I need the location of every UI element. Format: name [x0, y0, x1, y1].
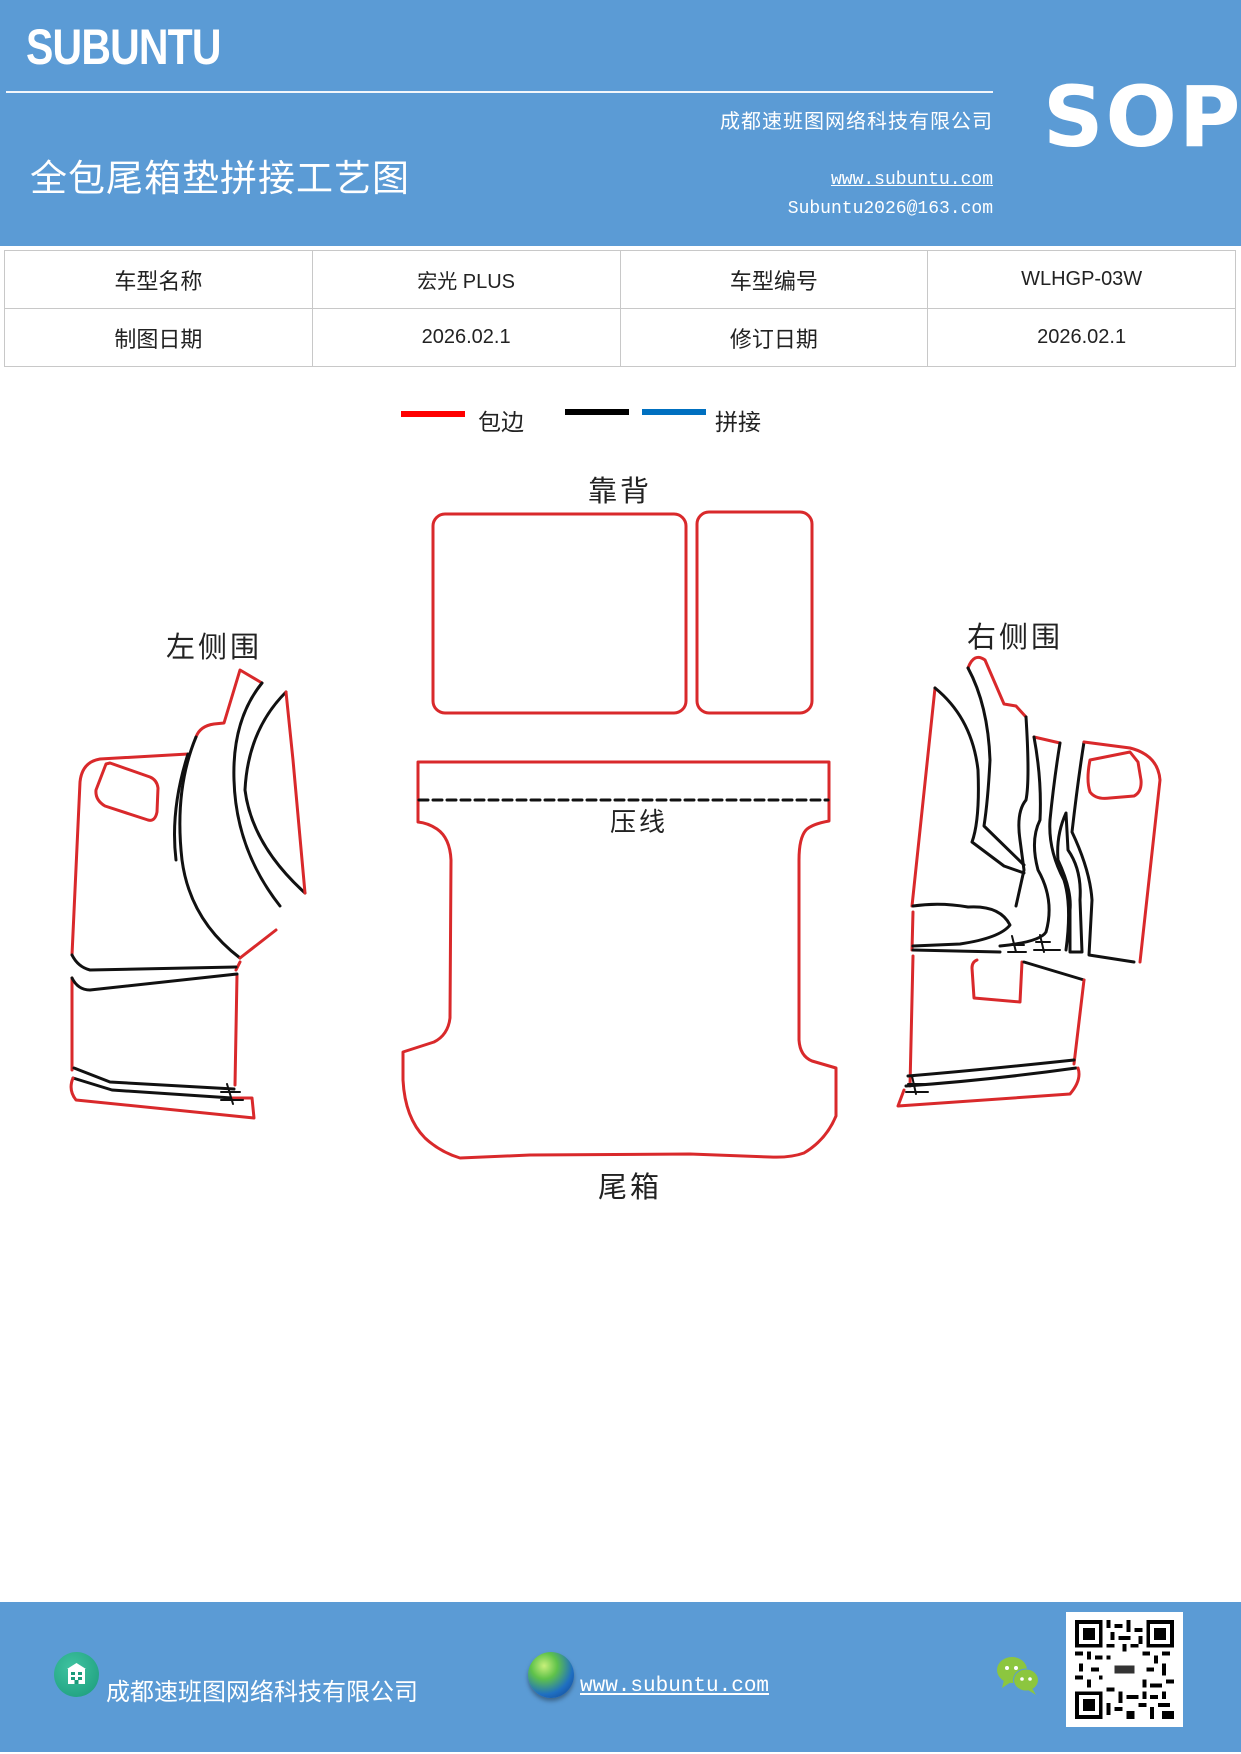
website-link[interactable]: www.subuntu.com	[830, 170, 993, 190]
backrest-panels	[431, 510, 814, 715]
seam-black-swatch	[565, 409, 629, 415]
draw-date-value: 2026.02.1	[311, 308, 621, 367]
mat-pattern-diagram: 靠背 左侧围 右侧围 压线 尾箱	[0, 440, 1241, 1240]
revision-date-label: 修订日期	[619, 308, 929, 367]
left-side-label: 左侧围	[166, 630, 263, 664]
footer-company-name: 成都速班图网络科技有限公司	[106, 1678, 418, 1706]
left-side-panel	[69, 668, 307, 1120]
table-row: 制图日期 2026.02.1 修订日期 2026.02.1	[4, 308, 1236, 367]
footer-website-link[interactable]: www.subuntu.com	[580, 1675, 770, 1698]
splice-swatch	[642, 409, 706, 415]
splice-label: 拼接	[715, 410, 761, 436]
building-icon	[54, 1652, 99, 1697]
draw-date-label: 制图日期	[4, 308, 313, 367]
sop-badge: SOP	[1043, 68, 1241, 166]
qr-code[interactable]	[1066, 1612, 1183, 1727]
press-line-label: 压线	[610, 808, 669, 838]
header-banner: SUBUNTU 全包尾箱垫拼接工艺图 成都速班图网络科技有限公司 www.sub…	[0, 0, 1241, 246]
document-title: 全包尾箱垫拼接工艺图	[30, 157, 410, 200]
table-row: 车型名称 宏光 PLUS 车型编号 WLHGP-03W	[4, 250, 1236, 309]
brand-logo: SUBUNTU	[26, 19, 222, 75]
edge-binding-label: 包边	[478, 410, 524, 436]
right-side-panel	[896, 655, 1162, 1108]
footer-banner: 成都速班图网络科技有限公司 www.subuntu.com	[0, 1602, 1241, 1752]
backrest-label: 靠背	[588, 474, 653, 508]
revision-date-value: 2026.02.1	[927, 308, 1236, 367]
vehicle-info-table: 车型名称 宏光 PLUS 车型编号 WLHGP-03W 制图日期 2026.02…	[4, 250, 1236, 367]
email-address: Subuntu2026@163.com	[787, 199, 993, 219]
model-name-value: 宏光 PLUS	[311, 250, 621, 309]
legend: 包边 拼接	[0, 400, 1241, 440]
model-name-label: 车型名称	[4, 250, 313, 309]
wechat-icon[interactable]	[994, 1654, 1044, 1698]
model-code-label: 车型编号	[619, 250, 929, 309]
trunk-mat	[401, 760, 838, 1160]
edge-binding-swatch	[401, 411, 465, 417]
model-code-value: WLHGP-03W	[927, 250, 1236, 309]
right-side-label: 右侧围	[967, 620, 1064, 654]
globe-icon	[528, 1652, 574, 1698]
company-name: 成都速班图网络科技有限公司	[720, 109, 993, 133]
trunk-label: 尾箱	[598, 1170, 663, 1204]
pattern-drawing	[69, 510, 1162, 1160]
header-divider	[6, 91, 993, 93]
